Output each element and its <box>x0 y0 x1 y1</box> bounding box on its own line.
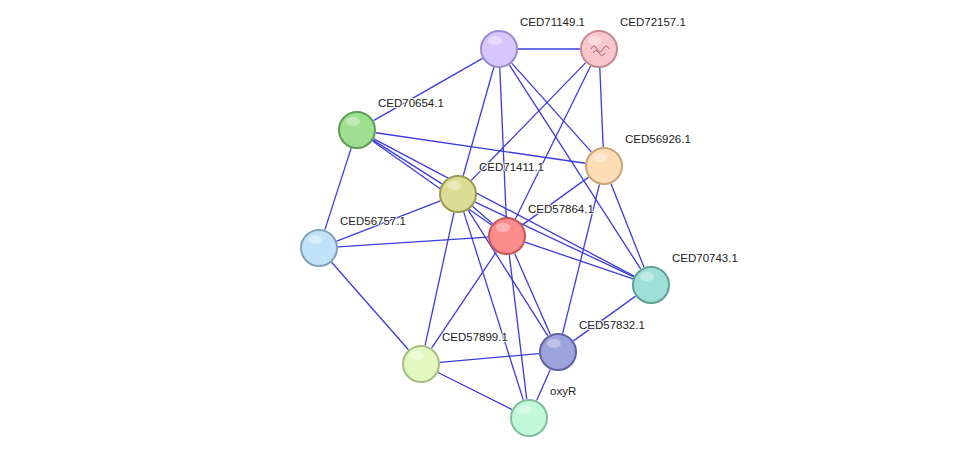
protein-node: CED70654.1 <box>338 111 376 149</box>
interaction-edge <box>611 184 644 268</box>
interaction-edge <box>515 253 551 334</box>
protein-node: oxyR <box>510 399 548 437</box>
interaction-edge <box>537 369 551 400</box>
node-label: CED70654.1 <box>378 96 444 110</box>
interaction-edge <box>338 237 488 247</box>
protein-node: CED56926.1 <box>585 147 623 185</box>
node-label: CED71411.1 <box>479 160 544 174</box>
node-label: CED57899.1 <box>442 330 508 344</box>
interaction-edge <box>500 68 506 217</box>
interaction-edge <box>463 67 494 175</box>
interaction-edge <box>522 177 588 225</box>
interaction-edge <box>512 63 592 152</box>
interaction-edge <box>468 210 548 336</box>
interaction-edge <box>525 242 633 279</box>
interaction-edge <box>425 213 454 346</box>
node-label: CED70743.1 <box>672 251 738 265</box>
interaction-edge <box>373 140 442 184</box>
interaction-edge <box>509 255 526 399</box>
interaction-edge <box>374 58 483 120</box>
interaction-edge <box>515 66 590 219</box>
interaction-edge <box>600 68 603 147</box>
interaction-edge <box>337 201 441 241</box>
interaction-edge <box>518 48 580 49</box>
node-label: CED56757.1 <box>340 214 406 228</box>
node-label: oxyR <box>550 384 576 398</box>
interaction-edge <box>471 63 586 181</box>
protein-node: CED72157.1 <box>580 30 618 68</box>
interaction-edge <box>373 141 492 225</box>
node-label: CED72157.1 <box>620 15 686 29</box>
interaction-edge <box>332 262 409 349</box>
protein-node: CED70743.1 <box>632 266 670 304</box>
node-label: CED71149.1 <box>520 15 585 29</box>
interaction-edge <box>438 372 512 409</box>
protein-node: CED57832.1 <box>539 333 577 371</box>
protein-node: CED56757.1 <box>300 229 338 267</box>
interaction-edge <box>475 202 634 277</box>
node-label: CED57864.1 <box>528 202 594 216</box>
interaction-edge <box>440 354 539 363</box>
protein-node: CED57899.1 <box>402 345 440 383</box>
protein-node: CED71411.1 <box>439 175 477 213</box>
interaction-edge <box>374 139 634 276</box>
protein-node: CED71149.1 <box>480 30 518 68</box>
interaction-edge <box>376 133 585 164</box>
protein-node: CED57864.1 <box>488 217 526 255</box>
node-label: CED57832.1 <box>579 318 645 332</box>
interaction-edge <box>573 296 635 341</box>
node-label: CED56926.1 <box>625 132 691 146</box>
